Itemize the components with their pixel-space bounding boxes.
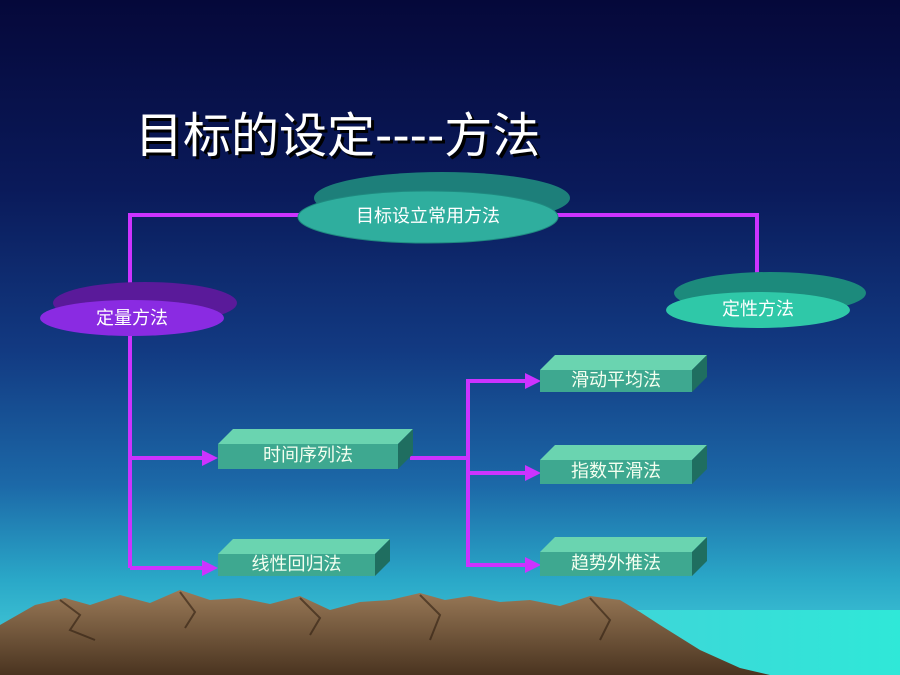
box-regression bbox=[218, 539, 390, 576]
node-quant-label: 定量方法 bbox=[96, 308, 168, 329]
connector-root-qual bbox=[555, 213, 759, 278]
arrow-moving-avg bbox=[525, 373, 541, 389]
arrow-trend bbox=[525, 557, 541, 573]
arrow-timeseries bbox=[202, 450, 218, 466]
box-exp-smooth bbox=[540, 445, 707, 484]
node-trend-label: 趋势外推法 bbox=[571, 553, 661, 574]
arrow-exp-smooth bbox=[525, 465, 541, 481]
qual-disc bbox=[666, 272, 866, 328]
mountains bbox=[0, 590, 770, 675]
node-timeseries-label: 时间序列法 bbox=[263, 445, 353, 466]
root-disc bbox=[297, 172, 570, 244]
mountain-ridges bbox=[59, 591, 612, 641]
arrow-regression bbox=[202, 560, 218, 576]
quant-disc bbox=[40, 282, 237, 336]
node-qual-label: 定性方法 bbox=[722, 299, 794, 320]
page-title: 目标的设定----方法 bbox=[135, 108, 541, 164]
node-root-label: 目标设立常用方法 bbox=[356, 206, 500, 227]
connector-root-quant bbox=[128, 213, 300, 285]
box-timeseries bbox=[218, 429, 413, 469]
connectors bbox=[128, 213, 759, 570]
node-regression-label: 线性回归法 bbox=[251, 554, 342, 575]
node-exp-smooth-label: 指数平滑法 bbox=[571, 461, 661, 482]
box-moving-avg bbox=[540, 355, 707, 392]
box-trend bbox=[540, 537, 707, 576]
node-moving-avg-label: 滑动平均法 bbox=[571, 370, 661, 391]
